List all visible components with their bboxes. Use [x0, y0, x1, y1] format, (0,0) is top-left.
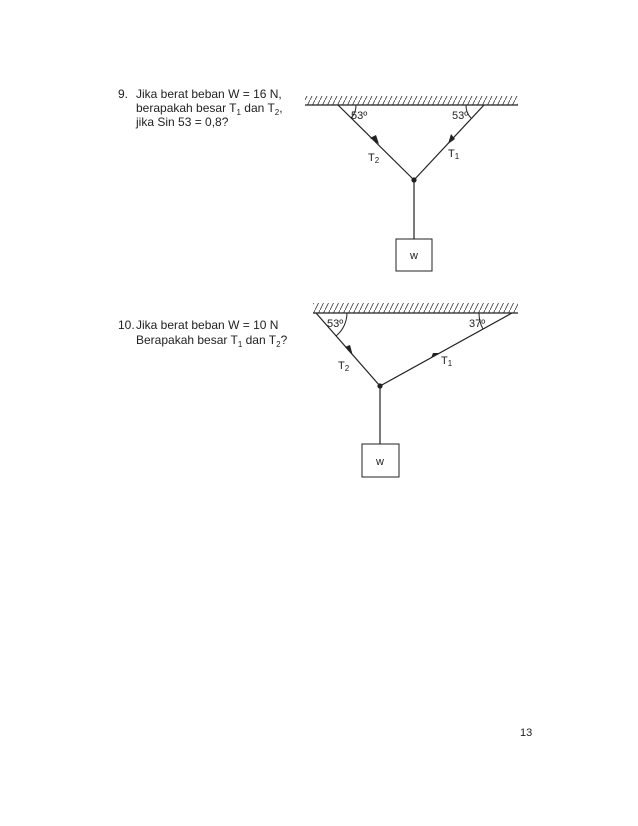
subscript: 2	[345, 364, 350, 373]
subscript: 1	[455, 152, 460, 161]
text: dan T	[240, 101, 275, 115]
tension-label-t2: T2	[368, 152, 380, 165]
subscript: 1	[237, 340, 243, 349]
diagram-9: 53º 53º T2 T1 w	[305, 96, 518, 272]
tension-label-t2: T2	[338, 360, 350, 373]
angle-label-left: 53º	[327, 318, 343, 330]
text: T	[448, 148, 455, 160]
text: T	[368, 152, 375, 164]
angle-arc-left	[335, 312, 348, 337]
tension-label-t1: T1	[448, 148, 460, 161]
angle-arc-left	[350, 104, 357, 119]
arrow-t2	[370, 135, 379, 144]
weight-label: w	[409, 250, 418, 262]
tension-label-t1: T1	[441, 355, 453, 368]
question-line-1: Jika berat beban W = 10 N	[136, 318, 279, 332]
arrow-t1	[448, 134, 455, 144]
question-line-2: berapakah besar T1 dan T2,	[136, 101, 283, 117]
question-line-2: Berapakah besar T1 dan T2?	[136, 333, 288, 349]
text: berapakah besar T	[136, 101, 237, 115]
text: ?	[280, 333, 288, 347]
ceiling-hatch	[313, 303, 518, 313]
text: dan T	[242, 333, 277, 347]
subscript: 2	[274, 108, 280, 117]
weight-label: w	[375, 456, 384, 468]
arrow-t1	[431, 353, 440, 358]
rope-t1	[379, 312, 513, 387]
question-line-1: Jika berat beban W = 16 N,	[136, 87, 282, 101]
subscript: 2	[375, 156, 380, 165]
question-line-3: jika Sin 53 = 0,8?	[136, 115, 229, 129]
subscript: 1	[448, 359, 453, 368]
angle-label-right: 53º	[452, 110, 468, 122]
subscript: 1	[236, 108, 241, 117]
arrow-t2	[345, 345, 353, 356]
ceiling-hatch	[305, 96, 518, 105]
weight-box	[361, 443, 400, 478]
weight-box	[395, 238, 433, 272]
text: T	[338, 360, 345, 372]
text: T	[441, 355, 448, 367]
page-number: 13	[520, 727, 533, 739]
text: Berapakah besar T	[136, 333, 238, 347]
text: ,	[279, 101, 283, 115]
angle-arc-right	[478, 312, 484, 330]
angle-arc-right	[465, 104, 472, 119]
question-number: 9.	[118, 87, 129, 101]
diagram-10: 53º 37º T2 T1 w	[313, 303, 518, 478]
question-number: 10.	[118, 318, 135, 332]
angle-label-right: 37º	[469, 318, 485, 330]
rope-t2	[337, 104, 415, 181]
subscript: 2	[276, 340, 281, 349]
angle-label-left: 53º	[351, 110, 367, 122]
